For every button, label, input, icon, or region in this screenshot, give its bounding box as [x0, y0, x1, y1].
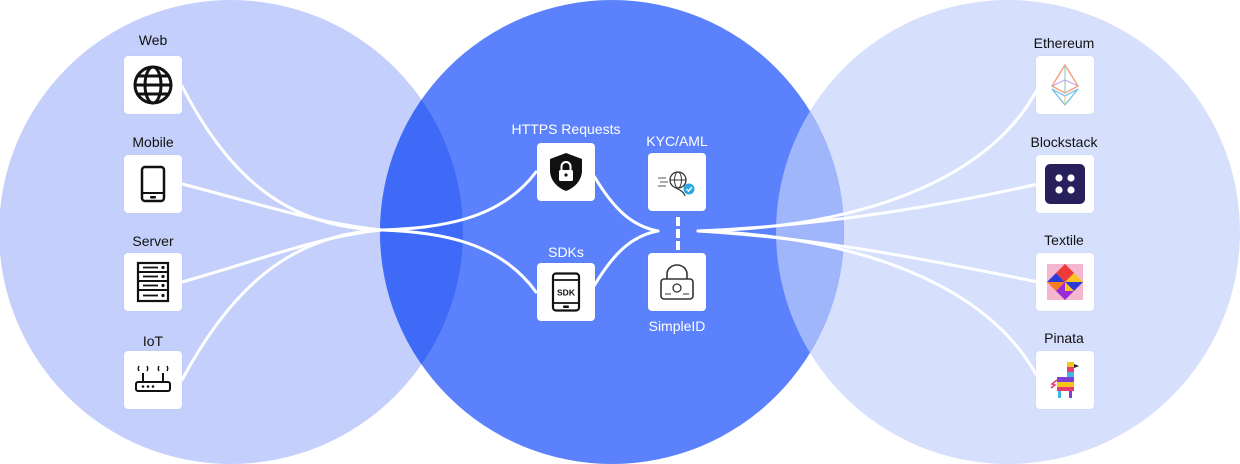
label-iot: IoT [142, 333, 164, 349]
tile-blockstack[interactable] [1036, 155, 1094, 213]
label-blockstack: Blockstack [1030, 134, 1098, 150]
connector-sdks [380, 228, 538, 294]
router-icon [135, 365, 171, 392]
tile-web[interactable] [124, 56, 182, 114]
globe-icon [133, 65, 173, 105]
label-pinata: Pinata [1044, 330, 1084, 346]
ethereum-icon [1051, 64, 1079, 106]
tile-kyc[interactable] [648, 153, 706, 211]
server-rack-icon [136, 261, 170, 303]
connector-pinata [696, 229, 1040, 380]
identity-verification-icon [658, 171, 695, 197]
connector-sdks-kyc [592, 229, 660, 288]
label-sdks: SDKs [548, 244, 584, 260]
connector-blockstack [696, 182, 1040, 233]
dash-2 [676, 229, 680, 238]
tile-pinata[interactable] [1036, 351, 1094, 409]
connector-mobile [180, 182, 384, 232]
pinata-icon [1050, 362, 1079, 398]
label-https: HTTPS Requests [511, 121, 621, 137]
smartphone-icon [140, 165, 166, 203]
label-ethereum: Ethereum [1033, 35, 1095, 51]
tile-server[interactable] [124, 253, 182, 311]
tile-https[interactable] [537, 143, 595, 201]
tile-simpleid[interactable] [648, 253, 706, 311]
label-simpleid: SimpleID [648, 318, 706, 334]
label-kyc: KYC/AML [646, 133, 708, 149]
right-circle [776, 0, 1240, 464]
sdk-tablet-icon: SDK [551, 272, 581, 312]
svg-text:SDK: SDK [557, 288, 576, 298]
textile-icon [1047, 264, 1083, 300]
label-server: Server [132, 233, 174, 249]
blockstack-icon [1045, 164, 1085, 204]
tile-sdks[interactable]: SDK [537, 263, 595, 321]
tile-mobile[interactable] [124, 155, 182, 213]
tile-ethereum[interactable] [1036, 56, 1094, 114]
tile-iot[interactable] [124, 351, 182, 409]
center-circle [380, 0, 844, 464]
connector-https [380, 170, 538, 232]
label-web: Web [138, 32, 168, 48]
label-textile: Textile [1044, 232, 1084, 248]
tile-textile[interactable] [1036, 253, 1094, 311]
dash-3 [676, 241, 680, 250]
connector-iot [180, 228, 384, 382]
dash-1 [676, 217, 680, 226]
shield-lock-icon [550, 153, 582, 191]
connector-https-kyc [592, 174, 660, 233]
left-circle [0, 0, 463, 464]
label-mobile: Mobile [132, 134, 174, 150]
padlock-icon [660, 264, 694, 300]
